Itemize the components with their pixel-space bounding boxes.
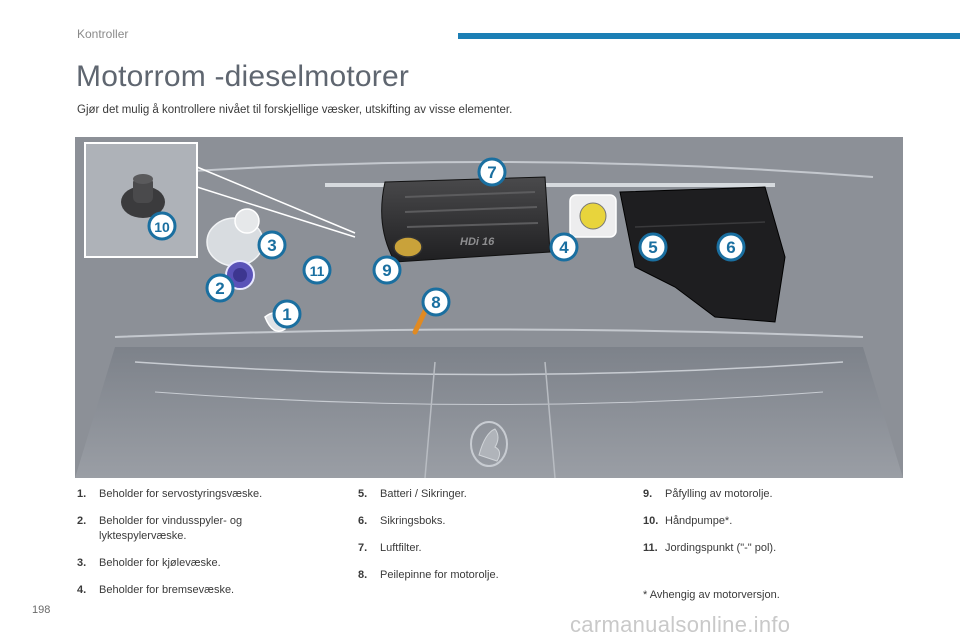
callout-2: 2 bbox=[207, 275, 233, 301]
legend-number: 2. bbox=[77, 514, 99, 544]
legend-item: 4. Beholder for bremsevæske. bbox=[77, 583, 327, 598]
legend-item: 2. Beholder for vindusspyler- og lyktesp… bbox=[77, 514, 327, 544]
engine-bay-drawing: HDi 16 1 2 bbox=[75, 137, 903, 478]
legend-item: 8. Peilepinne for motorolje. bbox=[358, 568, 598, 583]
legend-text: Beholder for vindusspyler- og lyktespyle… bbox=[99, 514, 327, 544]
brake-fluid-reservoir bbox=[570, 195, 616, 237]
engine-cover-label: HDi 16 bbox=[460, 236, 495, 248]
legend-text: Håndpumpe*. bbox=[665, 514, 883, 529]
legend-number: 3. bbox=[77, 556, 99, 571]
callout-8-label: 8 bbox=[431, 293, 440, 312]
oil-filler-cap bbox=[394, 237, 422, 257]
section-label: Kontroller bbox=[77, 27, 128, 41]
legend-number: 4. bbox=[77, 583, 99, 598]
legend-number: 9. bbox=[643, 487, 665, 502]
footnote: * Avhengig av motorversjon. bbox=[643, 589, 780, 601]
legend-text: Luftfilter. bbox=[380, 541, 598, 556]
callout-4-label: 4 bbox=[559, 238, 569, 257]
callout-2-label: 2 bbox=[215, 279, 224, 298]
legend-item: 5. Batteri / Sikringer. bbox=[358, 487, 598, 502]
callout-7: 7 bbox=[479, 159, 505, 185]
callout-10: 10 bbox=[149, 213, 175, 239]
callout-5: 5 bbox=[640, 234, 666, 260]
callout-1-label: 1 bbox=[282, 305, 291, 324]
legend-item: 9. Påfylling av motorolje. bbox=[643, 487, 883, 502]
callout-3: 3 bbox=[259, 232, 285, 258]
legend-text: Sikringsboks. bbox=[380, 514, 598, 529]
legend-text: Beholder for servostyringsvæske. bbox=[99, 487, 327, 502]
callout-3-label: 3 bbox=[267, 236, 276, 255]
legend-number: 11. bbox=[643, 541, 665, 556]
callout-11: 11 bbox=[304, 257, 330, 283]
legend-number: 7. bbox=[358, 541, 380, 556]
page-number: 198 bbox=[32, 604, 50, 616]
legend-number: 8. bbox=[358, 568, 380, 583]
callout-11-label: 11 bbox=[310, 263, 325, 279]
callout-9: 9 bbox=[374, 257, 400, 283]
legend-text: Peilepinne for motorolje. bbox=[380, 568, 598, 583]
callout-7-label: 7 bbox=[487, 163, 496, 182]
legend-number: 1. bbox=[77, 487, 99, 502]
legend-text: Jordingspunkt ("-" pol). bbox=[665, 541, 883, 556]
callout-10-label: 10 bbox=[154, 219, 170, 235]
intro-text: Gjør det mulig å kontrollere nivået til … bbox=[77, 104, 512, 116]
page-title: Motorrom -dieselmotorer bbox=[76, 60, 409, 94]
engine-bay-illustration: HDi 16 1 2 bbox=[75, 137, 903, 478]
legend-item: 6. Sikringsboks. bbox=[358, 514, 598, 529]
legend-number: 10. bbox=[643, 514, 665, 529]
callout-8: 8 bbox=[423, 289, 449, 315]
legend-item: 7. Luftfilter. bbox=[358, 541, 598, 556]
legend-item: 1. Beholder for servostyringsvæske. bbox=[77, 487, 327, 502]
legend-item: 11. Jordingspunkt ("-" pol). bbox=[643, 541, 883, 556]
callout-5-label: 5 bbox=[648, 238, 657, 257]
callout-6: 6 bbox=[718, 234, 744, 260]
legend-item: 3. Beholder for kjølevæske. bbox=[77, 556, 327, 571]
legend-column-2: 5. Batteri / Sikringer. 6. Sikringsboks.… bbox=[358, 487, 598, 595]
legend-column-1: 1. Beholder for servostyringsvæske. 2. B… bbox=[77, 487, 327, 610]
legend-column-3: 9. Påfylling av motorolje. 10. Håndpumpe… bbox=[643, 487, 883, 568]
callout-9-label: 9 bbox=[382, 261, 391, 280]
legend-number: 6. bbox=[358, 514, 380, 529]
callout-1: 1 bbox=[274, 301, 300, 327]
legend-text: Beholder for bremsevæske. bbox=[99, 583, 327, 598]
legend-item: 10. Håndpumpe*. bbox=[643, 514, 883, 529]
legend-number: 5. bbox=[358, 487, 380, 502]
legend-text: Påfylling av motorolje. bbox=[665, 487, 883, 502]
legend-text: Beholder for kjølevæske. bbox=[99, 556, 327, 571]
watermark: carmanualsonline.info bbox=[570, 612, 790, 638]
legend-text: Batteri / Sikringer. bbox=[380, 487, 598, 502]
section-accent-bar bbox=[458, 33, 960, 39]
callout-4: 4 bbox=[551, 234, 577, 260]
callout-6-label: 6 bbox=[726, 238, 735, 257]
